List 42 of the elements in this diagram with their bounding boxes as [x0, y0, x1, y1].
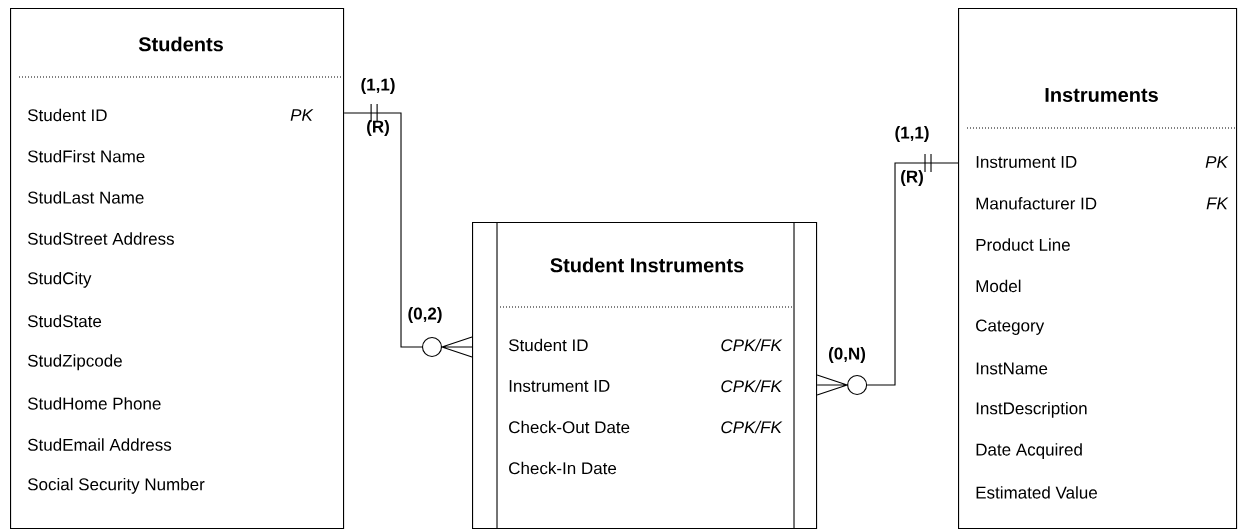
field-name: StudLast Name — [27, 191, 144, 204]
key-marker: CPK/FK — [721, 379, 783, 393]
field-name: Category — [976, 319, 1045, 335]
field-name: StudStreet Address — [27, 232, 174, 245]
field-name: StudEmail Address — [27, 438, 172, 451]
field-name: StudZipcode — [27, 354, 122, 371]
field-name: StudCity — [27, 271, 92, 288]
key-marker: CPK/FK — [721, 338, 783, 352]
table-title: Student Instruments — [550, 257, 744, 273]
field-name: InstName — [976, 362, 1048, 375]
relationship-line — [816, 153, 959, 396]
field-name: Manufacturer ID — [976, 197, 1097, 210]
cardinality-label: (R) — [367, 120, 389, 136]
field-name: StudState — [27, 314, 102, 328]
field-name: Check-In Date — [509, 461, 617, 475]
field-name: Instrument ID — [509, 380, 610, 392]
cardinality-label: (0,2) — [408, 307, 442, 323]
field-name: Student ID — [509, 338, 588, 352]
key-marker: CPK/FK — [721, 420, 783, 434]
field-name: InstDescription — [976, 401, 1087, 418]
relationship-line — [343, 103, 473, 358]
entity-table — [958, 8, 1238, 530]
entity-table — [472, 221, 818, 530]
field-name: Instrument ID — [976, 156, 1077, 168]
cardinality-label: (1,1) — [895, 126, 929, 142]
key-marker: FK — [1206, 197, 1229, 210]
key-marker: PK — [290, 109, 314, 121]
field-name: Model — [976, 279, 1021, 293]
cardinality-label: (1,1) — [361, 78, 395, 94]
cardinality-label: (R) — [901, 170, 923, 186]
table-title: Instruments — [1045, 88, 1158, 102]
field-name: Student ID — [27, 108, 107, 122]
entity-table — [10, 8, 345, 530]
field-name: StudFirst Name — [27, 149, 145, 163]
field-name: Check-Out Date — [509, 420, 630, 434]
field-name: Social Security Number — [27, 477, 205, 494]
key-marker: PK — [1205, 156, 1229, 168]
field-name: Date Acquired — [976, 443, 1082, 460]
field-name: Estimated Value — [976, 486, 1097, 499]
table-title: Students — [138, 36, 223, 52]
field-name: Product Line — [976, 238, 1070, 251]
field-name: StudHome Phone — [27, 397, 161, 410]
